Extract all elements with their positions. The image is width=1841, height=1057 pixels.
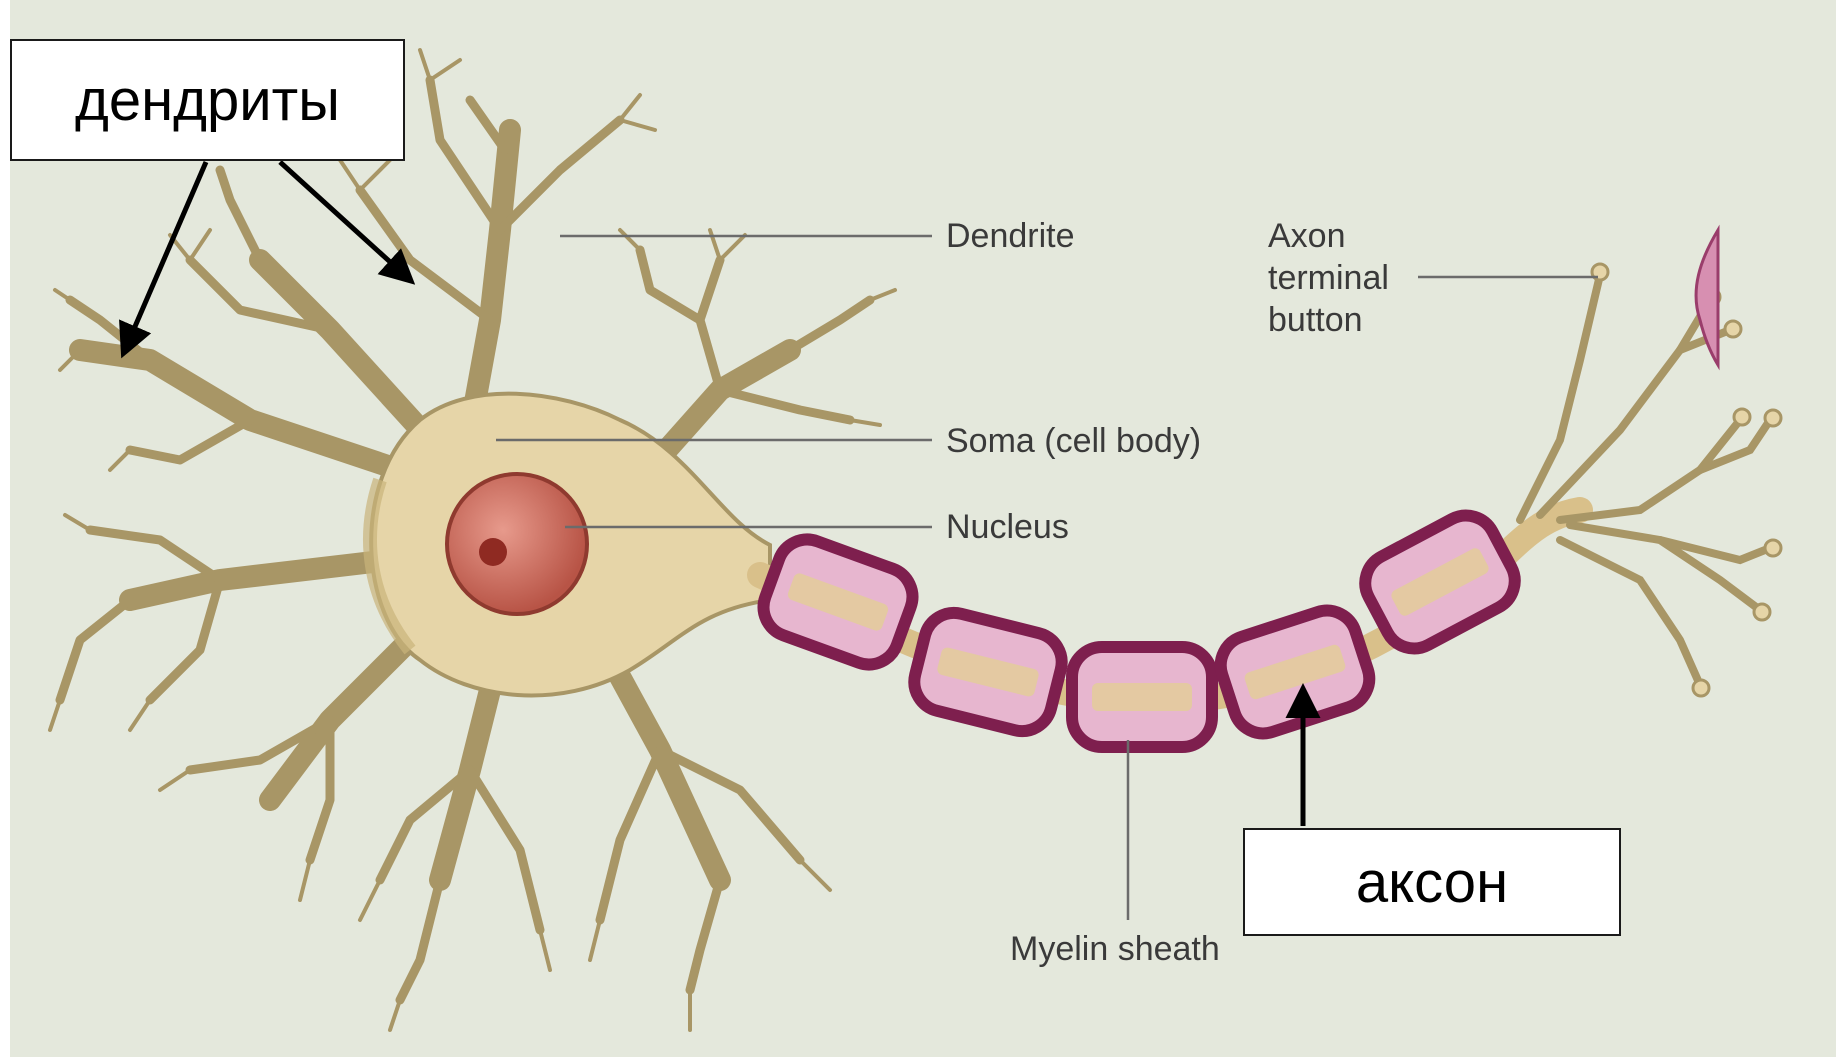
myelin-sheath-segments <box>755 505 1525 747</box>
nucleolus <box>479 538 507 566</box>
callout-dendrites: дендриты <box>10 39 405 161</box>
label-soma: Soma (cell body) <box>946 420 1201 462</box>
callout-axon: аксон <box>1243 828 1621 936</box>
label-myelin-sheath: Myelin sheath <box>1010 928 1220 970</box>
label-dendrite: Dendrite <box>946 215 1075 257</box>
label-axon-terminal-button: Axon terminal button <box>1268 215 1389 341</box>
label-nucleus: Nucleus <box>946 506 1069 548</box>
nucleus <box>447 474 587 614</box>
